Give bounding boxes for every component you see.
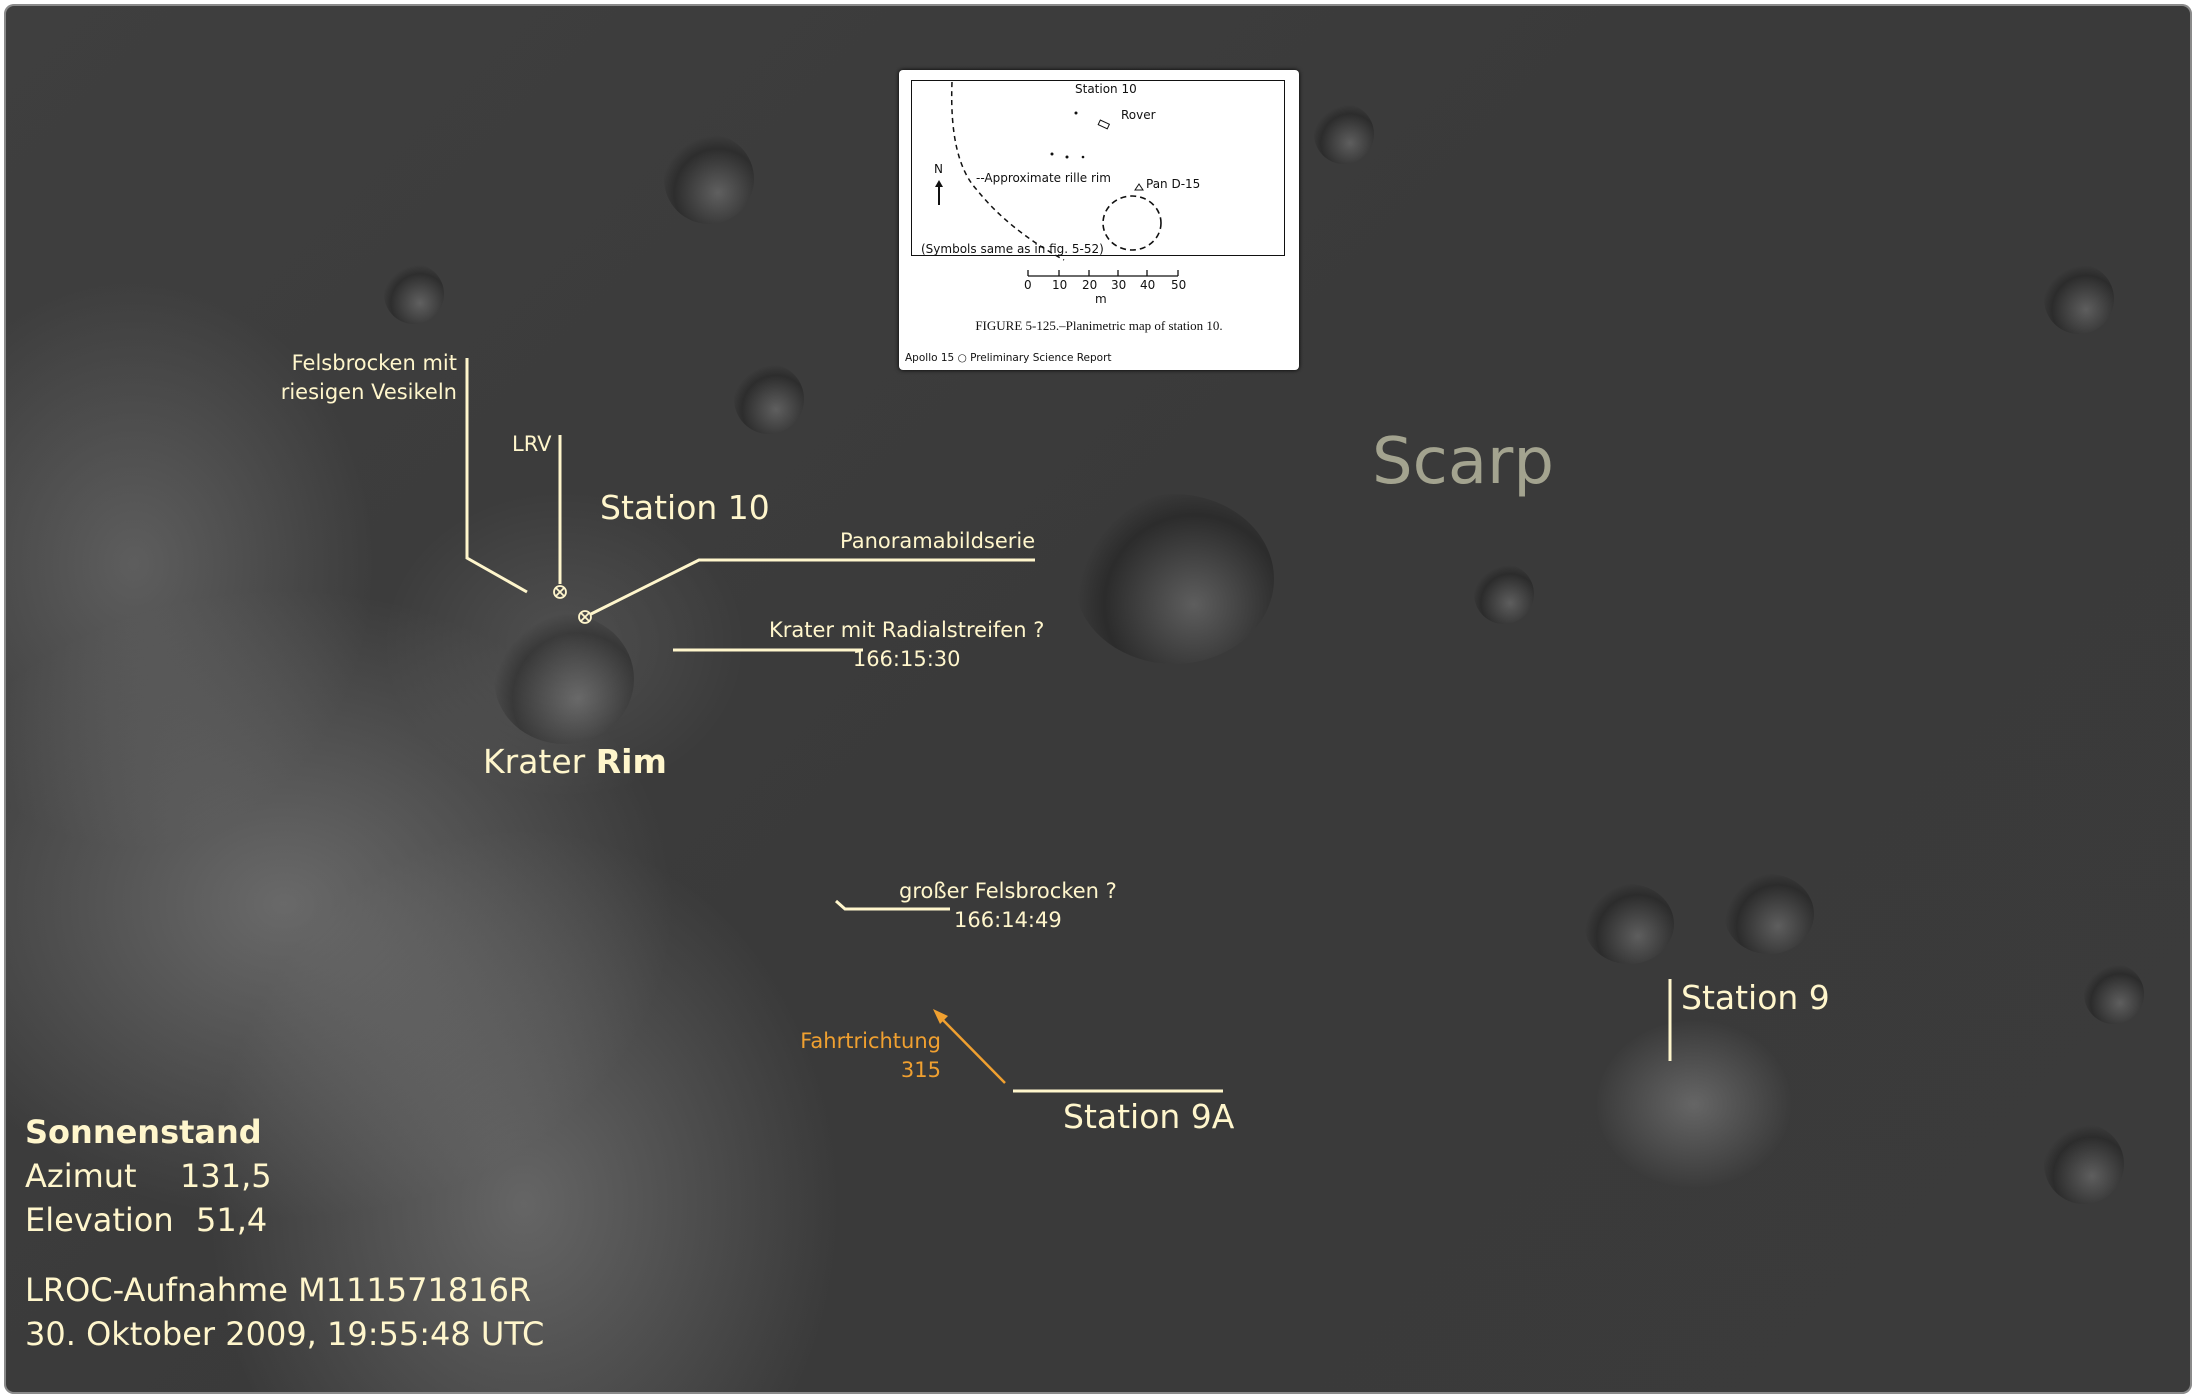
map-pan: Pan D-15 — [1146, 177, 1201, 191]
scale-tick-40: 40 — [1140, 278, 1156, 292]
krater-radial-time: 166:15:30 — [852, 647, 961, 672]
krater-rim-name: Rim — [595, 742, 667, 781]
map-symbols: (Symbols same as in fig. 5-52) — [921, 242, 1104, 256]
scale-tick-20: 20 — [1082, 278, 1098, 292]
krater-radial-text: Krater mit Radialstreifen ? — [769, 618, 1045, 642]
scale-tick-10: 10 — [1052, 278, 1068, 292]
felsbrocken-gross-leader — [835, 899, 950, 911]
figure-source: Apollo 15 ○ Preliminary Science Report — [905, 352, 1112, 364]
scale-tick-30: 30 — [1111, 278, 1127, 292]
crater — [1724, 874, 1814, 954]
fahrtrichtung-value: 315 — [900, 1058, 941, 1083]
scale-tick-50: 50 — [1171, 278, 1187, 292]
rover-icon — [1097, 119, 1111, 130]
elevation-row: Elevation 51,4 — [25, 1198, 544, 1242]
station10-label: Station 10 — [600, 488, 770, 527]
crater — [2084, 964, 2144, 1024]
fahrtrichtung-text: Fahrtrichtung — [800, 1029, 941, 1053]
krater-rim-label: Krater Rim — [483, 739, 667, 785]
info-panel: Sonnenstand Azimut 131,5 Elevation 51,4 LR… — [25, 1110, 544, 1356]
azimut-row: Azimut 131,5 — [25, 1154, 544, 1198]
crater — [734, 364, 804, 434]
planimetric-map-inset: Station 10 Rover N --Approximate rille r… — [899, 70, 1299, 370]
crater — [384, 264, 444, 324]
crater — [2044, 1124, 2124, 1204]
felsbrocken-gross-label: großer Felsbrocken ? 166:14:49 — [899, 877, 1117, 936]
direction-arrow-icon — [933, 1009, 1006, 1084]
crater — [1074, 494, 1274, 664]
sun-heading: Sonnenstand — [25, 1113, 262, 1151]
crater — [2044, 264, 2114, 334]
felsbrocken-line1: Felsbrocken mit — [291, 351, 457, 375]
scarp-label: Scarp — [1372, 425, 1554, 499]
image-date: 30. Oktober 2009, 19:55:48 UTC — [25, 1315, 545, 1353]
lrv-label: LRV — [512, 432, 552, 456]
crater — [664, 134, 754, 224]
scale-unit: m — [1095, 292, 1107, 306]
map-rover: Rover — [1121, 108, 1156, 122]
crater — [1474, 564, 1534, 624]
crater — [1584, 884, 1674, 964]
scale-bar — [1027, 270, 1179, 277]
crater — [494, 614, 634, 744]
pan-triangle-icon — [1134, 183, 1144, 191]
panorama-leader — [590, 558, 1035, 616]
station9a-label: Station 9A — [1063, 1097, 1235, 1136]
felsbrocken-gross-time: 166:14:49 — [954, 908, 1062, 933]
felsbrocken-label: Felsbrocken mit riesigen Vesikeln — [281, 349, 457, 408]
map-box — [911, 80, 1285, 256]
crater — [1314, 104, 1374, 164]
krater-rim-prefix: Krater — [483, 742, 586, 781]
map-drawing — [935, 81, 1179, 277]
map-rille: --Approximate rille rim — [976, 171, 1111, 185]
station9-label: Station 9 — [1681, 978, 1830, 1017]
map-station: Station 10 — [1075, 82, 1137, 96]
panorama-label: Panoramabildserie — [840, 529, 1036, 553]
scale-tick-0: 0 — [1024, 278, 1032, 292]
image-id: LROC-Aufnahme M111571816R — [25, 1271, 532, 1309]
felsbrocken-gross-text: großer Felsbrocken ? — [899, 879, 1117, 903]
fahrtrichtung-label: Fahrtrichtung 315 — [800, 1027, 941, 1086]
felsbrocken-line2: riesigen Vesikeln — [280, 380, 457, 405]
azimut-value: 131,5 — [180, 1157, 272, 1195]
elevation-value: 51,4 — [196, 1201, 268, 1239]
lrv-marker-icon — [553, 585, 567, 599]
elevation-label: Elevation — [25, 1201, 174, 1239]
azimut-label: Azimut — [25, 1157, 137, 1195]
figure-caption: FIGURE 5-125.–Planimetric map of station… — [975, 318, 1223, 333]
map-north: N — [934, 162, 943, 176]
krater-radial-label: Krater mit Radialstreifen ? 166:15:30 — [769, 616, 1044, 675]
panorama-marker-icon — [578, 610, 592, 624]
felsbrocken-leader — [465, 358, 528, 594]
north-arrow-icon — [935, 180, 943, 205]
